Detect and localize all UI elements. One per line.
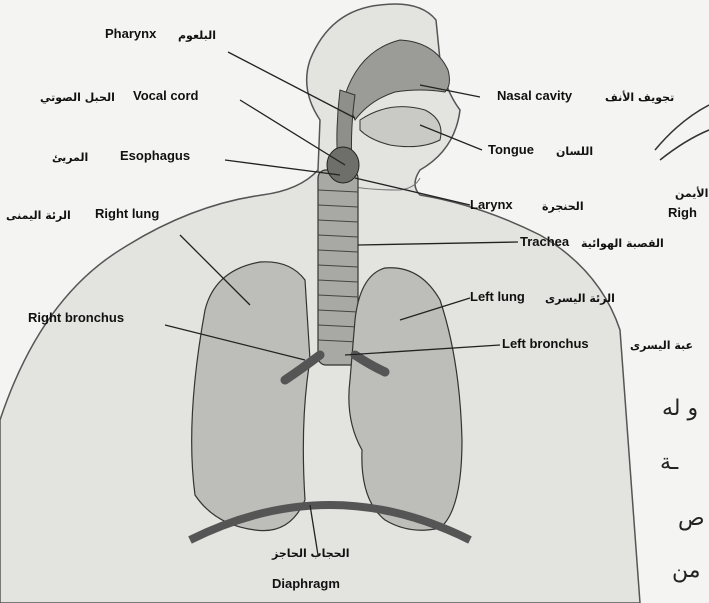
- esophagus-label: Esophagus: [120, 148, 190, 164]
- left-lung-label-ar: الرئة اليسرى: [545, 291, 615, 307]
- edge-right-label: Righ: [668, 205, 697, 221]
- diaphragm-label: Diaphragm: [272, 576, 340, 592]
- left-bronchus-label-ar: عبة اليسرى: [630, 338, 693, 354]
- tongue-label-ar: اللسان: [556, 144, 593, 160]
- left-lung-label: Left lung: [470, 289, 525, 305]
- trachea-label-ar: القصبة الهوائية: [581, 236, 664, 252]
- right-lung-shape: [192, 262, 310, 531]
- pharynx-label-ar: البلعوم: [178, 28, 216, 44]
- trachea-label: Trachea: [520, 234, 569, 250]
- left-bronchus-label: Left bronchus: [502, 336, 589, 352]
- right-lung-label-ar: الرئة اليمنى: [6, 208, 71, 224]
- vocal-cord-label: Vocal cord: [133, 88, 199, 104]
- edge-right-label-ar: الأيمن: [675, 186, 708, 202]
- right-lung-label: Right lung: [95, 206, 159, 222]
- right-bronchus-label: Right bronchus: [28, 310, 124, 326]
- esophagus-label-ar: المريئ: [52, 150, 88, 166]
- side-text-line-2: ـة: [660, 450, 678, 475]
- side-text-line-3: ص: [678, 506, 705, 531]
- larynx-label-ar: الحنجرة: [542, 199, 584, 215]
- larynx-label: Larynx: [470, 197, 513, 213]
- trachea-shape: [318, 170, 358, 365]
- side-text-line-4: من: [672, 558, 701, 583]
- side-text-line-1: و له: [662, 396, 698, 421]
- nasal-cavity-label: Nasal cavity: [497, 88, 572, 104]
- tongue-label: Tongue: [488, 142, 534, 158]
- edge-shape: [655, 105, 709, 150]
- pharynx-label: Pharynx: [105, 26, 156, 42]
- vocal-cord-label-ar: الحبل الصوتي: [40, 90, 115, 106]
- diaphragm-label-ar: الحجاب الحاجز: [272, 546, 350, 562]
- nasal-cavity-label-ar: تجويف الأنف: [605, 90, 674, 106]
- larynx-shape: [327, 147, 359, 183]
